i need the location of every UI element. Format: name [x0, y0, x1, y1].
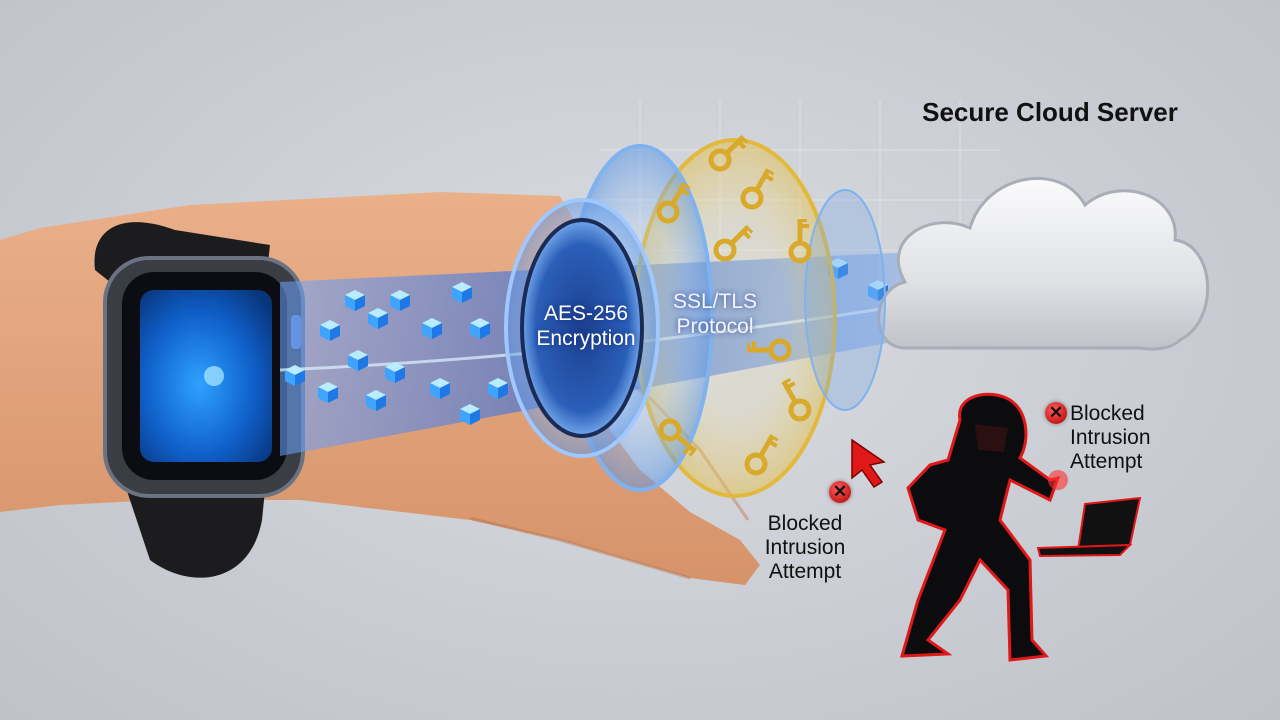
- smartwatch-icon: [103, 256, 305, 498]
- cursor-arrow-icon: [851, 438, 886, 489]
- hacker-icon: [899, 392, 1061, 662]
- ssl-line-2: Protocol: [676, 314, 754, 338]
- blocked-line-2: Intrusion: [764, 535, 846, 559]
- aes-line-1: AES-256: [543, 302, 629, 325]
- aes-256-ring: [504, 198, 660, 458]
- cloud-icon: [877, 176, 1210, 351]
- blocked-line-1: Blocked: [767, 512, 843, 535]
- laptop-icon: [1036, 496, 1142, 558]
- blocked-line-1: Blocked: [1070, 402, 1145, 425]
- blocked-intrusion-label: Blocked Intrusion Attempt: [1070, 402, 1180, 474]
- blocked-x-icon: ✕: [1045, 402, 1067, 424]
- blocked-line-3: Attempt: [768, 559, 842, 583]
- blocked-line-3: Attempt: [1070, 449, 1143, 473]
- cloud-server-title: Secure Cloud Server: [922, 97, 1178, 127]
- ssl-protocol-label: SSL/TLS Protocol: [660, 290, 770, 340]
- blocked-intrusion-label: Blocked Intrusion Attempt: [745, 512, 865, 584]
- blocked-line-2: Intrusion: [1070, 425, 1151, 449]
- blocked-x-icon: ✕: [829, 481, 851, 503]
- ssl-line-1: SSL/TLS: [672, 290, 758, 313]
- aes-encryption-label: AES-256 Encryption: [522, 302, 650, 352]
- aes-line-2: Encryption: [536, 326, 636, 350]
